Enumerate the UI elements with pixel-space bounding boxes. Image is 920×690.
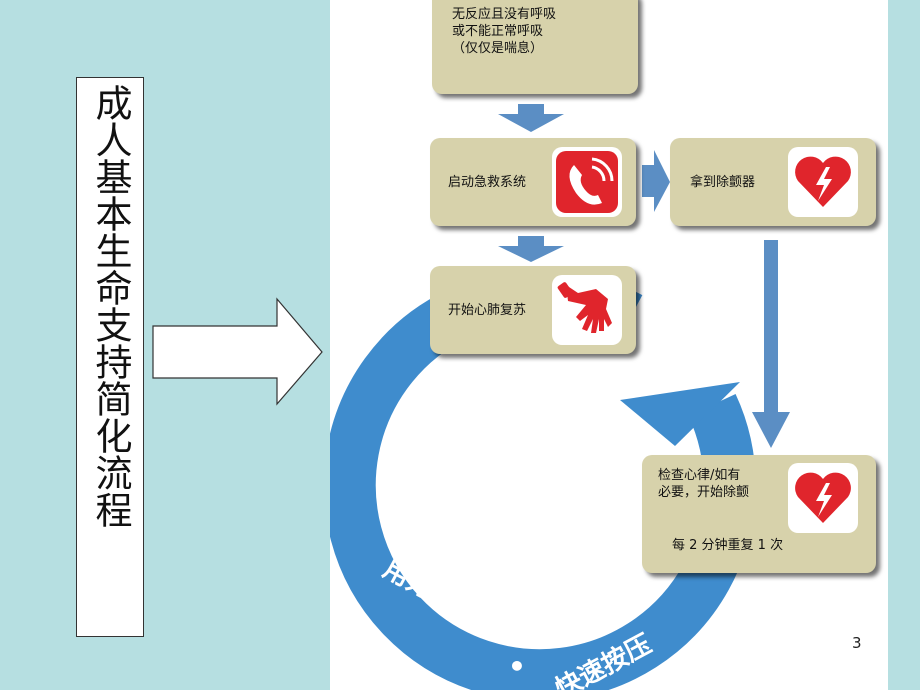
right-arrow-icon bbox=[152, 297, 323, 406]
step-repeat-label: 每 2 分钟重复 1 次 bbox=[672, 538, 784, 553]
step-start-cpr-label: 开始心肺复苏 bbox=[448, 303, 527, 318]
down-arrow-2 bbox=[498, 236, 564, 262]
step-activate-ems: 启动急救系统 bbox=[430, 138, 636, 226]
step-unresponsive: 无反应且没有呼吸 或不能正常呼吸 （仅仅是喘息） bbox=[432, 0, 638, 94]
aed-heart-icon bbox=[788, 147, 858, 217]
push-fast-text: 快速按压 bbox=[550, 629, 656, 690]
cycle-arrowhead bbox=[620, 382, 740, 446]
aed-heart-icon bbox=[788, 463, 858, 533]
step-get-aed: 拿到除颤器 bbox=[670, 138, 876, 226]
step-check-rhythm-label: 检查心律/如有 必要，开始除颤 bbox=[658, 468, 750, 500]
step-check-rhythm: 检查心律/如有 必要，开始除颤 每 2 分钟重复 1 次 bbox=[642, 455, 876, 573]
phone-icon bbox=[552, 147, 622, 217]
step-get-aed-label: 拿到除颤器 bbox=[690, 175, 756, 190]
down-arrow-long bbox=[752, 240, 790, 448]
step-unresponsive-label: 无反应且没有呼吸 或不能正常呼吸 （仅仅是喘息） bbox=[452, 7, 557, 56]
push-hard-text: 用力按压 bbox=[378, 553, 484, 629]
right-arrow-small bbox=[642, 150, 670, 212]
title-box: 成人基本生命支持简化流程 bbox=[76, 77, 144, 637]
step-start-cpr: 开始心肺复苏 bbox=[430, 266, 636, 354]
cycle-labels: 用力按压 • 快速按压 bbox=[378, 553, 657, 690]
hands-icon bbox=[552, 275, 622, 345]
cycle-dot: • bbox=[508, 650, 526, 683]
page-number: 3 bbox=[852, 634, 862, 652]
step-activate-ems-label: 启动急救系统 bbox=[448, 175, 527, 190]
slide-title: 成人基本生命支持简化流程 bbox=[89, 84, 132, 528]
down-arrow-1 bbox=[498, 104, 564, 132]
